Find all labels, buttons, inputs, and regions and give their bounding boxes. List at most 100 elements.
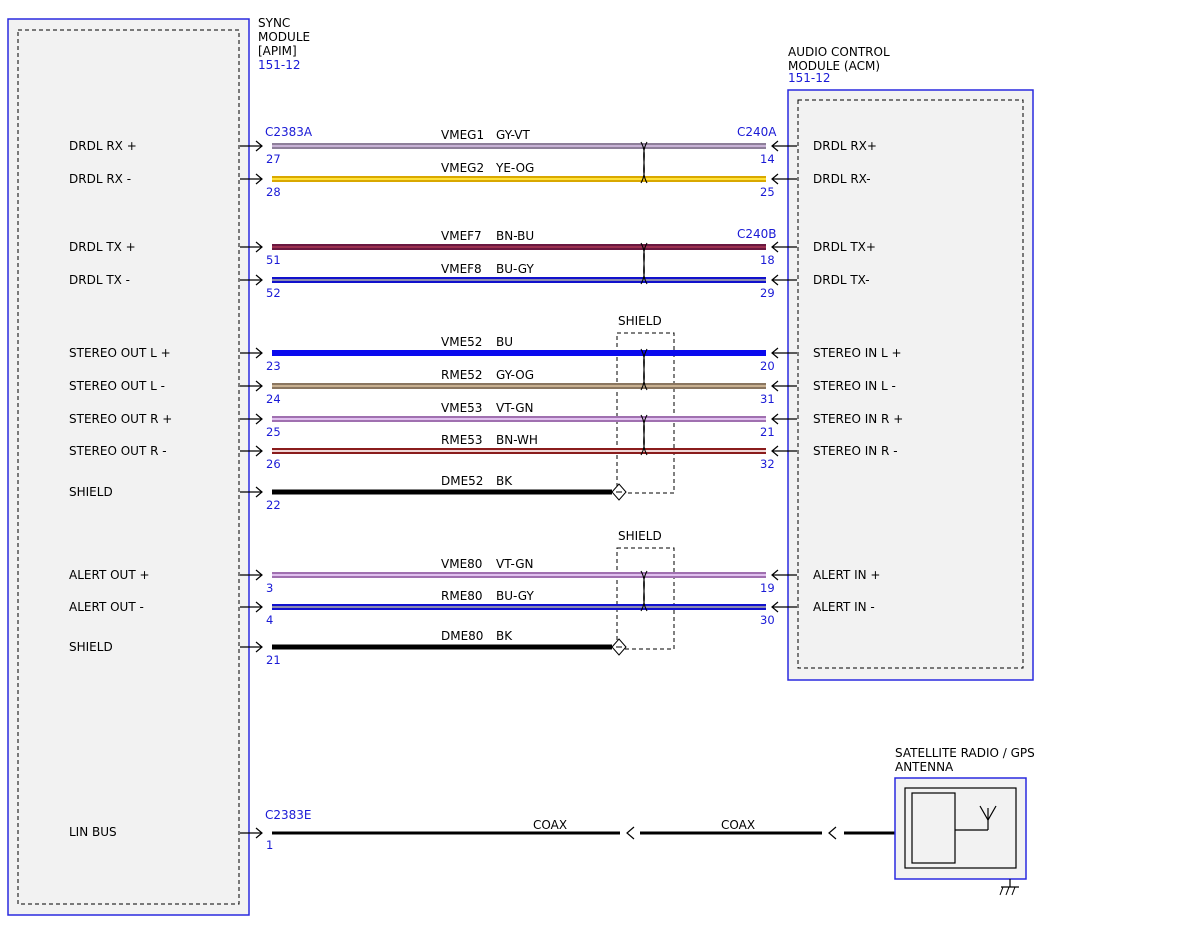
circuit-id-11: DME80 <box>441 629 483 643</box>
shield-alert-label: SHIELD <box>618 529 662 543</box>
left-pin-arrow-11 <box>255 641 263 653</box>
left-pin-label-9: ALERT OUT + <box>69 568 150 582</box>
left-pin-number-10: 4 <box>266 613 273 627</box>
sync-module-ref: 151-12 <box>258 58 301 72</box>
circuit-id-10: RME80 <box>441 589 483 603</box>
wire-color-code-7: BN-WH <box>496 433 538 447</box>
right-pin-label-4: STEREO IN L + <box>813 346 902 360</box>
right-pin-label-7: STEREO IN R - <box>813 444 898 458</box>
sync-module-box <box>7 18 250 916</box>
antenna-name-line-1: SATELLITE RADIO / GPS <box>895 746 1035 760</box>
left-pin-label-1: DRDL RX - <box>69 172 131 186</box>
right-pin-number-7: 32 <box>760 457 775 471</box>
wire-color-code-6: VT-GN <box>496 401 533 415</box>
circuit-id-0: VMEG1 <box>441 128 484 142</box>
left-pin-arrow-8 <box>255 486 263 498</box>
left-pin-arrow-1 <box>255 173 263 185</box>
antenna-box <box>894 777 1027 880</box>
wire-color-code-0: GY-VT <box>496 128 530 142</box>
sync-module-name-line-1: SYNC <box>258 16 290 30</box>
right-pin-number-6: 21 <box>760 425 775 439</box>
left-pin-number-5: 24 <box>266 392 281 406</box>
left-pin-arrow-10 <box>255 601 263 613</box>
acm-module-name-line-2: MODULE (ACM) <box>788 59 880 73</box>
circuit-id-9: VME80 <box>441 557 482 571</box>
left-pin-number-8: 22 <box>266 498 281 512</box>
left-pin-label-0: DRDL RX + <box>69 139 137 153</box>
right-pin-label-6: STEREO IN R + <box>813 412 903 426</box>
circuit-id-3: VMEF8 <box>441 262 482 276</box>
antenna-inner-box <box>904 787 1017 869</box>
twisted-pair-icon-3 <box>640 414 648 456</box>
circuit-id-4: VME52 <box>441 335 482 349</box>
twisted-pair-icon-1 <box>640 242 648 285</box>
acm-module-ref: 151-12 <box>788 71 831 85</box>
left-pin-label-8: SHIELD <box>69 485 113 499</box>
shield-stereo: SHIELD <box>616 314 675 494</box>
antenna-icon <box>955 805 997 831</box>
left-pin-arrow-4 <box>255 347 263 359</box>
wire-color-code-1: YE-OG <box>495 161 534 175</box>
left-pin-arrow-7 <box>255 445 263 457</box>
wire-color-code-4: BU <box>496 335 513 349</box>
lin-bus-pin: 1 <box>266 838 273 852</box>
sync-module[interactable] <box>7 18 250 916</box>
right-pin-label-2: DRDL TX+ <box>813 240 876 254</box>
left-pin-label-2: DRDL TX + <box>69 240 136 254</box>
satellite-antenna[interactable]: SATELLITE RADIO / GPS ANTENNA <box>894 746 1035 896</box>
twisted-pair-markers <box>640 141 648 612</box>
wire-color-code-9: VT-GN <box>496 557 533 571</box>
circuit-id-7: RME53 <box>441 433 483 447</box>
sync-module-name-line-2: MODULE <box>258 30 310 44</box>
acm-module-name-line-1: AUDIO CONTROL <box>788 45 890 59</box>
twisted-pair-icon-0 <box>640 141 648 184</box>
left-pin-label-4: STEREO OUT L + <box>69 346 171 360</box>
lin-bus-label: LIN BUS <box>69 825 117 839</box>
right-pin-label-3: DRDL TX- <box>813 273 870 287</box>
wire-color-code-3: BU-GY <box>496 262 534 276</box>
right-pin-number-10: 30 <box>760 613 775 627</box>
wire-color-code-8: BK <box>496 474 513 488</box>
left-pin-label-3: DRDL TX - <box>69 273 130 287</box>
wire-color-code-11: BK <box>496 629 513 643</box>
antenna-receiver-icon <box>911 792 956 864</box>
sync-module-name-line-3: [APIM] <box>258 44 297 58</box>
left-pin-number-4: 23 <box>266 359 281 373</box>
left-pin-number-11: 21 <box>266 653 281 667</box>
right-pin-number-9: 19 <box>760 581 775 595</box>
right-pin-number-1: 25 <box>760 185 775 199</box>
connector-c2383a: C2383A <box>265 125 313 139</box>
connector-c2383e: C2383E <box>265 808 312 822</box>
right-pin-label-1: DRDL RX- <box>813 172 871 186</box>
shield-alert-box <box>616 547 675 650</box>
twisted-pair-icon-4 <box>640 570 648 612</box>
twist-strand-b-2 <box>640 348 648 391</box>
circuit-id-5: RME52 <box>441 368 483 382</box>
left-pin-label-5: STEREO OUT L - <box>69 379 165 393</box>
shield-stereo-label: SHIELD <box>618 314 662 328</box>
left-pin-arrow-3 <box>255 274 263 286</box>
right-pin-number-3: 29 <box>760 286 775 300</box>
left-pin-number-7: 26 <box>266 457 281 471</box>
connector-c240a: C240A <box>737 125 777 139</box>
acm-module-inner-outline <box>797 99 1024 669</box>
left-pin-number-9: 3 <box>266 581 273 595</box>
acm-module[interactable] <box>787 89 1034 681</box>
wire-color-code-2: BN-BU <box>496 229 534 243</box>
wire-color-code-10: BU-GY <box>496 589 534 603</box>
right-pin-label-0: DRDL RX+ <box>813 139 877 153</box>
right-pin-number-2: 18 <box>760 253 775 267</box>
right-pin-number-5: 31 <box>760 392 775 406</box>
left-pin-arrow-6 <box>255 413 263 425</box>
lin-bus-line: LIN BUS 1 COAX COAX <box>69 818 896 852</box>
twist-strand-b-4 <box>640 570 648 612</box>
